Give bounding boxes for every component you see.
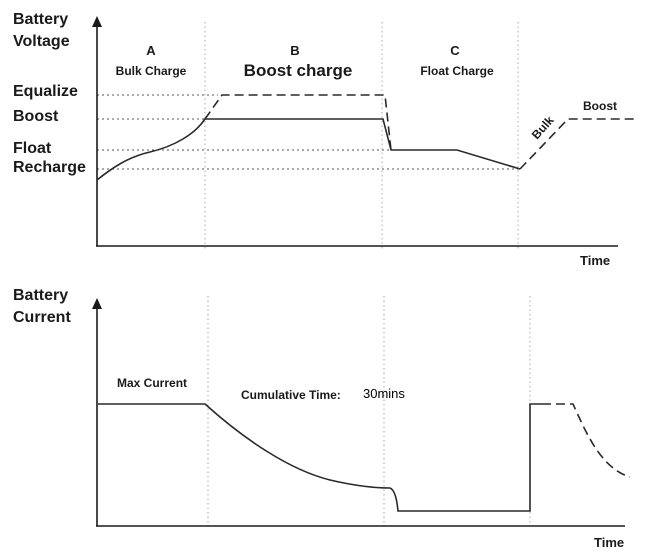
current-curve bbox=[98, 403, 542, 512]
current-y-axis-arrow bbox=[92, 298, 102, 309]
voltage-x-label: Time bbox=[580, 253, 610, 268]
boost-level-label: Boost bbox=[13, 108, 59, 125]
stage-b-name: Boost charge bbox=[244, 61, 353, 80]
restart-boost-label: Boost bbox=[583, 99, 617, 113]
equalize-level-label: Equalize bbox=[13, 83, 78, 100]
current-y-label-line1: Battery bbox=[13, 287, 68, 304]
voltage-chart: Battery Voltage Time Equalize Boost Floa… bbox=[13, 11, 638, 268]
current-chart: Battery Current Time Max Current Cumulat… bbox=[13, 287, 631, 550]
current-restart-dashed-curve bbox=[542, 403, 631, 478]
stage-c-name: Float Charge bbox=[420, 64, 494, 78]
current-x-label: Time bbox=[594, 535, 624, 550]
voltage-curve bbox=[96, 118, 521, 181]
float-level-label: Float bbox=[13, 140, 52, 157]
restart-bulk-label: Bulk bbox=[529, 113, 557, 142]
voltage-y-axis-arrow bbox=[92, 16, 102, 27]
stage-a-letter: A bbox=[146, 43, 156, 58]
stage-a-name: Bulk Charge bbox=[116, 64, 187, 78]
equalize-dashed-curve bbox=[204, 94, 392, 151]
restart-dashed-curve bbox=[519, 118, 638, 170]
stage-b-letter: B bbox=[290, 43, 299, 58]
cumulative-time-value: 30mins bbox=[363, 386, 405, 401]
cumulative-time-label: Cumulative Time: bbox=[241, 388, 341, 402]
voltage-y-label-line1: Battery bbox=[13, 11, 68, 28]
stage-c-letter: C bbox=[450, 43, 460, 58]
recharge-level-label: Recharge bbox=[13, 159, 86, 176]
voltage-y-label-line2: Voltage bbox=[13, 33, 70, 50]
max-current-label: Max Current bbox=[117, 376, 187, 390]
current-y-label-line2: Current bbox=[13, 309, 71, 326]
